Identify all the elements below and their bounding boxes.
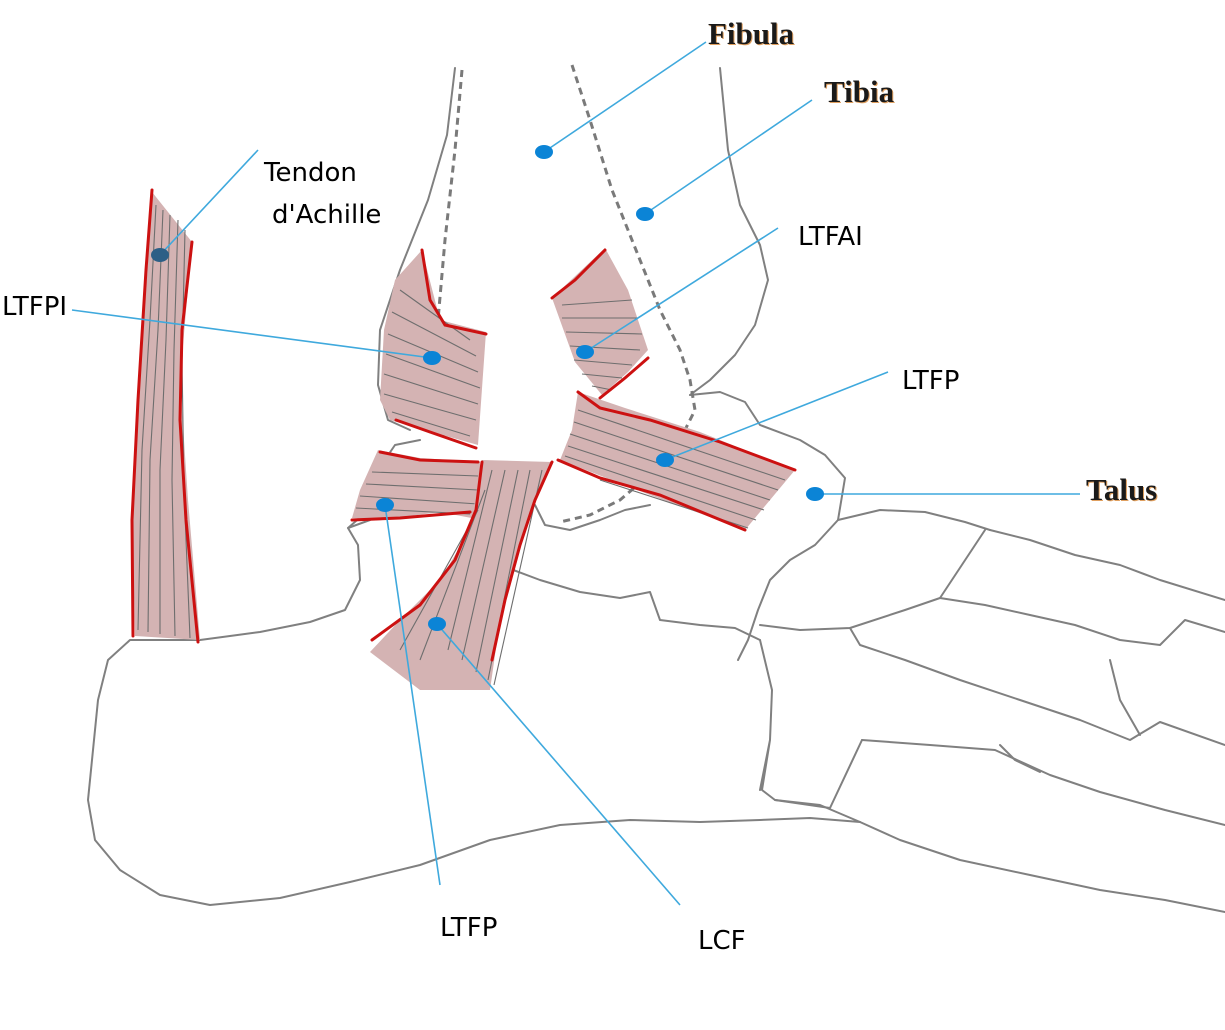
metatarsal-2 xyxy=(1109,659,1141,736)
leader-ltfp-upper xyxy=(664,371,889,461)
label-ltfp-lower: LTFP xyxy=(440,913,498,943)
dot-ltfai xyxy=(576,345,594,359)
cuneiform-1 xyxy=(989,529,1225,601)
label-fibula: Fibula xyxy=(708,16,795,51)
calcaneus-top xyxy=(499,564,761,641)
achilles-tendon xyxy=(130,188,200,644)
dot-lcf xyxy=(428,617,446,631)
talus-outline xyxy=(689,391,846,661)
metatarsal-3 xyxy=(861,739,1225,826)
leader-fibula xyxy=(543,41,707,153)
ltfp-upper-edge-top xyxy=(576,390,797,472)
ltfp-lower-edge-bottom xyxy=(350,510,472,522)
calcaneus-outline xyxy=(87,519,861,906)
dot-achilles xyxy=(151,248,169,262)
leader-tibia xyxy=(644,99,813,215)
ltfai-ligament xyxy=(550,248,650,400)
ltfp-upper-edge-bottom xyxy=(556,458,747,532)
leader-achilles xyxy=(159,149,259,256)
ltfai-edge-lower xyxy=(598,356,650,400)
dot-fibula xyxy=(535,145,553,159)
ltfp-lower-ligament xyxy=(350,450,482,522)
navicular-outline xyxy=(759,509,991,631)
achilles-edge-right xyxy=(178,240,200,644)
label-lcf: LCF xyxy=(698,926,746,956)
leader-ltfp-lower xyxy=(384,504,441,886)
dot-ltfpi xyxy=(423,351,441,365)
lcf-ligament xyxy=(370,460,554,690)
ltfp-upper-ligament xyxy=(556,390,797,532)
leader-lcf xyxy=(436,623,681,906)
dot-talus xyxy=(806,487,824,501)
label-tibia: Tibia xyxy=(824,74,895,109)
lcf-edge-right xyxy=(490,460,554,662)
bone-outlines xyxy=(87,67,1225,913)
marker-dots xyxy=(151,145,824,631)
ltfp-lower-edge-top xyxy=(378,450,480,464)
label-ltfpi: LTFPI xyxy=(2,292,68,322)
fibula-outline xyxy=(377,67,456,431)
label-talus: Talus xyxy=(1086,472,1158,507)
metatarsal-4 xyxy=(999,744,1041,773)
tibia-outline xyxy=(689,67,769,396)
ltfpi-edge-bottom xyxy=(394,418,478,450)
label-achilles-line2: d'Achille xyxy=(272,200,382,230)
metatarsal-1 xyxy=(849,627,1225,746)
cuboid-lower xyxy=(774,739,863,809)
dot-tibia xyxy=(636,207,654,221)
label-ltfp-upper: LTFP xyxy=(902,366,960,396)
label-ltfai: LTFAI xyxy=(798,222,863,252)
ltfai-edge-upper xyxy=(550,248,607,300)
ltfpi-ligament xyxy=(380,248,488,450)
leader-ltfai xyxy=(584,227,779,353)
achilles-edge-left xyxy=(130,188,154,638)
talus-lower xyxy=(534,504,651,531)
dot-ltfp-upper xyxy=(656,453,674,467)
leader-ltfpi xyxy=(71,309,433,359)
cuboid-outline xyxy=(759,639,861,823)
lcf-edge-left xyxy=(370,460,484,642)
dot-ltfp-lower xyxy=(376,498,394,512)
metatarsal-5 xyxy=(859,821,1225,913)
cuneiform-2 xyxy=(939,597,1225,646)
ltfpi-edge-top xyxy=(420,248,488,336)
leader-lines xyxy=(71,41,1080,906)
tibia-hidden-edge xyxy=(559,64,697,524)
label-achilles-line1: Tendon xyxy=(264,158,357,188)
